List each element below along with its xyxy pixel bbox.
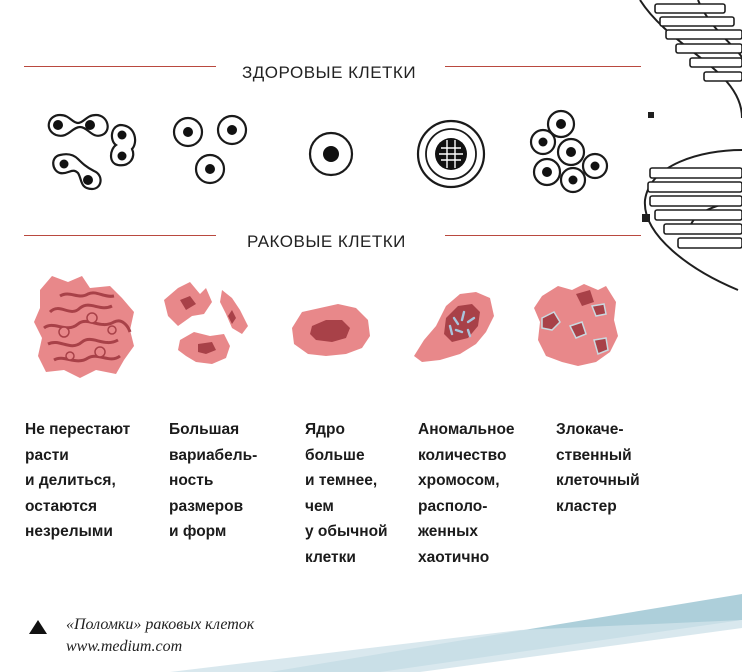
cancer-cells-heading: РАКОВЫЕ КЛЕТКИ xyxy=(247,232,406,251)
caption-triangle-icon xyxy=(29,620,47,634)
description-uncontrolled-growth: Не перестают расти и делиться, остаются … xyxy=(25,421,131,540)
description-malignant-cluster: Злокаче- ственный клеточный кластер xyxy=(556,421,640,515)
cancer-rule-right xyxy=(445,235,641,236)
description-large-nucleus: Ядро больше и темнее, чем у обычной клет… xyxy=(305,421,388,566)
healthy-cells-heading: ЗДОРОВЫЕ КЛЕТКИ xyxy=(242,63,417,82)
cancer-cell-variable-shapes xyxy=(164,282,248,364)
caption-source: www.medium.com xyxy=(66,638,183,655)
cancer-rule-left xyxy=(24,235,216,236)
healthy-rule-left xyxy=(24,66,216,67)
healthy-cell-single xyxy=(308,131,354,177)
description-size-variability: Большая вариабель- ность размеров и форм xyxy=(169,421,258,540)
description-chromosome-count: Аномальное количество хромосом, располо-… xyxy=(418,421,515,566)
healthy-cell-group-three xyxy=(172,114,248,185)
cancer-cell-chromosomes xyxy=(414,292,494,362)
healthy-cell-group-dividing xyxy=(47,113,137,191)
caption-title: «Поломки» раковых клеток xyxy=(66,616,255,633)
cancer-cell-cluster xyxy=(534,284,618,366)
cancer-cell-mass xyxy=(34,276,134,378)
healthy-cell-cluster xyxy=(529,109,609,194)
healthy-cell-chromosomes xyxy=(416,119,486,189)
cancer-cell-large-nucleus xyxy=(292,304,370,356)
healthy-rule-right xyxy=(445,66,641,67)
